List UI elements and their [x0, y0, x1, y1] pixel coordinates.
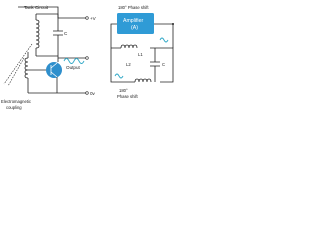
phase-shift-bottom-label-1: 180°	[119, 88, 128, 93]
oscillator-diagram: +V Tank Circuit C Output 0v Electromagne…	[1, 5, 174, 110]
transistor-internals	[50, 62, 58, 78]
l2-coil	[134, 78, 152, 83]
output-label: Output	[66, 65, 81, 70]
transistor	[46, 62, 62, 78]
plus-v-terminal	[85, 16, 89, 20]
phase-shift-top-label: 180° Phase shift	[118, 5, 149, 10]
tank-cap-label: C	[64, 31, 68, 36]
amplifier-block	[117, 13, 154, 34]
output-terminal	[85, 56, 89, 60]
right-capacitor	[150, 48, 160, 82]
coupling-label-line1: Electromagnetic	[1, 99, 31, 104]
coupling-label-line2: coupling	[6, 105, 22, 110]
tank-coil	[35, 19, 40, 49]
feedback-loop	[110, 30, 174, 83]
lower-sine-wave	[114, 73, 124, 79]
amp-input-wire	[110, 23, 117, 30]
supply-rail	[18, 6, 87, 19]
l2-label: L2	[126, 62, 131, 67]
phase-shift-bottom-label-2: Phase shift	[117, 94, 139, 99]
tank-capacitor	[53, 30, 63, 36]
zero-v-terminal	[85, 91, 89, 95]
plus-v-label: +V	[90, 16, 97, 21]
output-sine-wave	[63, 58, 85, 64]
amplifier-symbol: (A)	[131, 25, 138, 31]
amplifier-label: Amplifier	[123, 18, 143, 24]
tank-circuit-label: Tank Circuit	[24, 5, 49, 10]
coupling-pointer	[3, 43, 33, 87]
right-sine-wave	[159, 37, 169, 43]
right-cap-label: C	[162, 62, 165, 67]
right-feedback-circuit: 180° Phase shift Amplifier (A) L1 L2 C 1…	[110, 5, 174, 99]
zero-v-label: 0v	[90, 91, 96, 96]
l1-label: L1	[138, 52, 143, 57]
feedback-coil	[24, 57, 29, 79]
left-oscillator-circuit: +V Tank Circuit C Output 0v Electromagne…	[1, 5, 97, 110]
amp-output-node	[172, 23, 174, 25]
l1-coil	[120, 44, 138, 49]
amp-output-wire	[154, 23, 174, 48]
